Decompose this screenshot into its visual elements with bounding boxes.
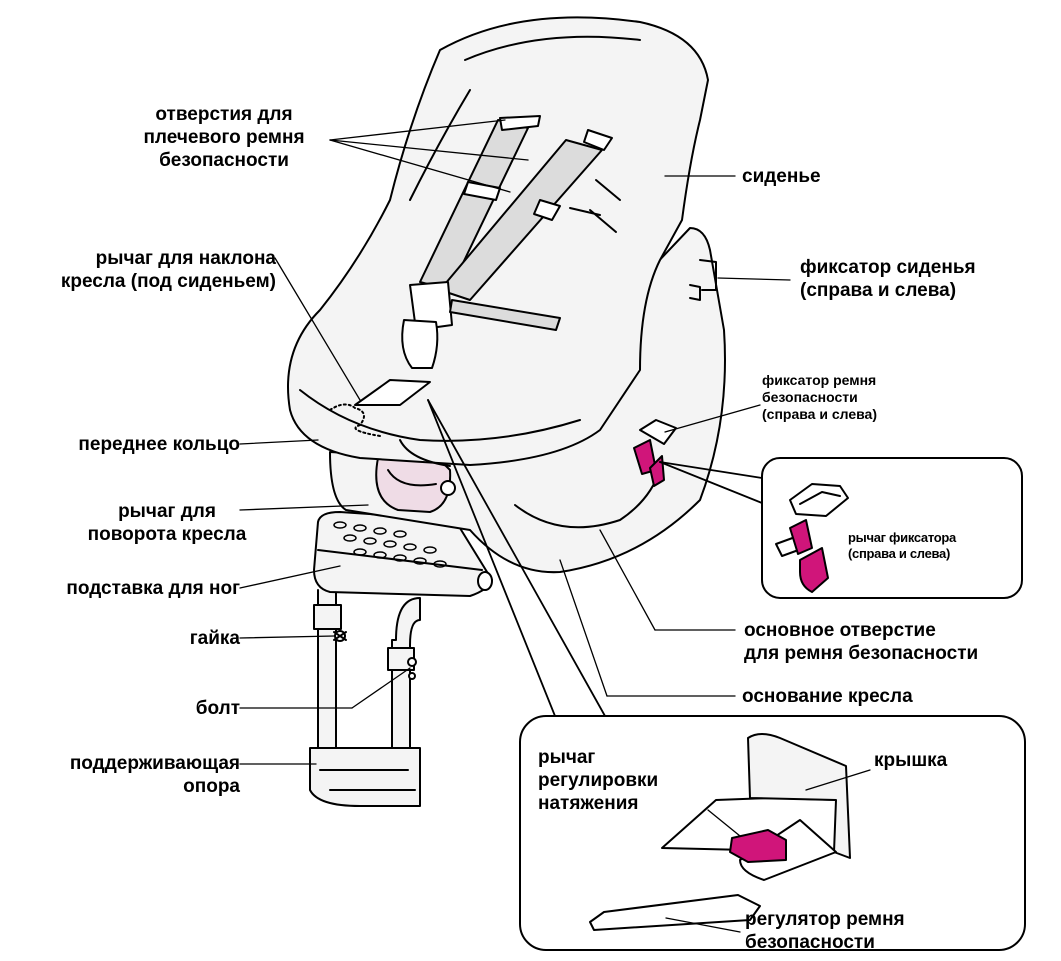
label-seat-lock: фиксатор сиденья (справа и слева) bbox=[800, 256, 976, 302]
label-support-leg: поддерживающая опора bbox=[10, 752, 240, 798]
rotate-lever-part bbox=[376, 458, 450, 512]
label-nut: гайка bbox=[140, 627, 240, 650]
label-front-ring: переднее кольцо bbox=[20, 433, 240, 456]
label-cover: крышка bbox=[874, 749, 947, 772]
label-seat: сиденье bbox=[742, 165, 821, 188]
lock-lever-inset bbox=[762, 458, 1022, 598]
label-rotate-lever: рычаг для поворота кресла bbox=[84, 500, 250, 546]
label-bolt: болт bbox=[140, 697, 240, 720]
label-seat-base: основание кресла bbox=[742, 685, 913, 708]
label-tension-lever: рычаг регулировки натяжения bbox=[538, 746, 658, 815]
support-leg bbox=[310, 590, 420, 806]
label-main-belt-slot: основное отверстие для ремня безопасност… bbox=[744, 619, 978, 665]
label-belt-lock: фиксатор ремня безопасности (справа и сл… bbox=[762, 372, 877, 423]
label-footrest: подставка для ног bbox=[10, 577, 240, 600]
label-shoulder-belt-slots: отверстия для плечевого ремня безопаснос… bbox=[108, 103, 340, 172]
nut-part bbox=[334, 631, 346, 641]
label-lock-lever: рычаг фиксатора (справа и слева) bbox=[848, 530, 956, 562]
label-recline-lever: рычаг для наклона кресла (под сиденьем) bbox=[20, 247, 276, 293]
label-belt-adjuster: регулятор ремня безопасности bbox=[745, 908, 905, 954]
